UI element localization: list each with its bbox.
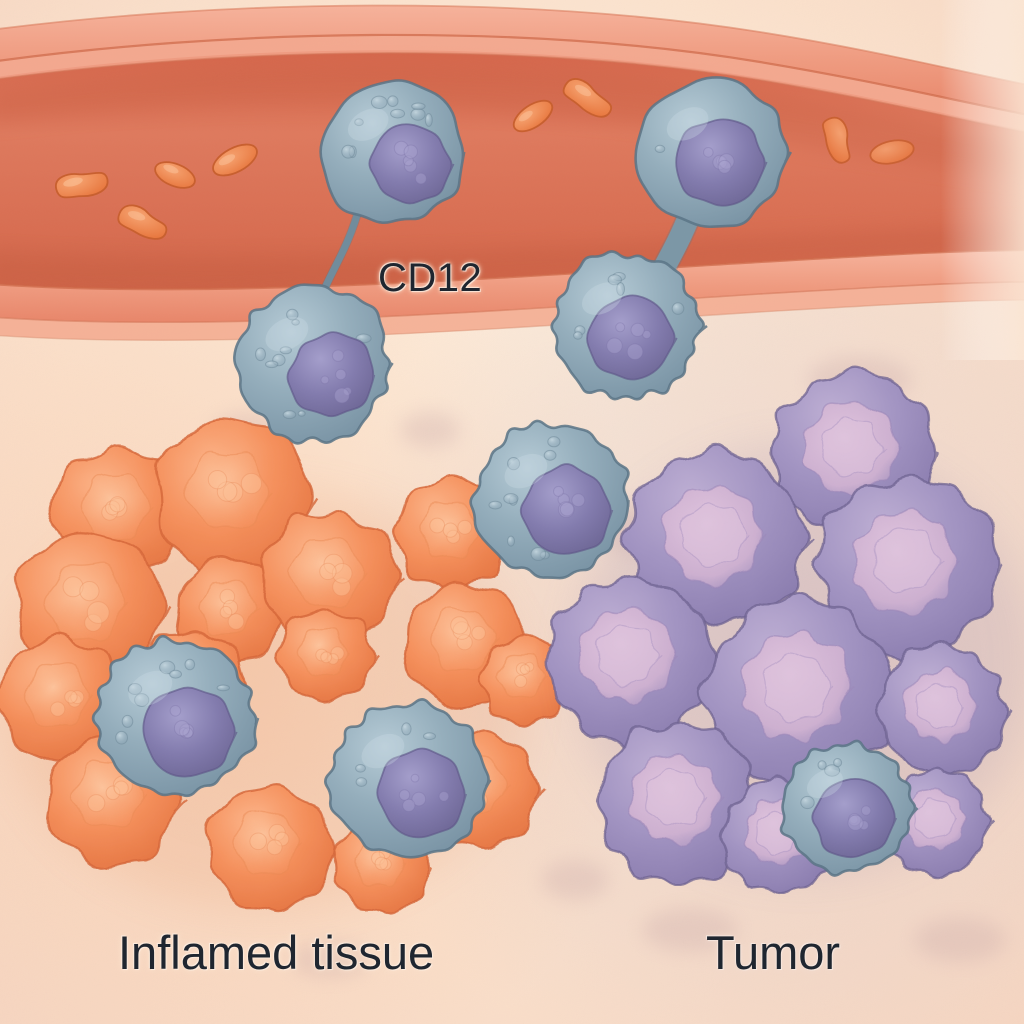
paper-grain [0,0,1024,1024]
illustration-canvas: CD12 Inflamed tissue Tumor [0,0,1024,1024]
scientific-illustration [0,0,1024,1024]
